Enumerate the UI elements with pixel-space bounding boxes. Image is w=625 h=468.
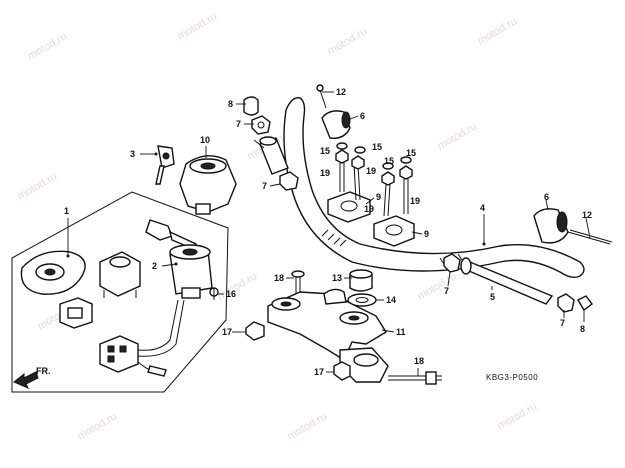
callout-15-c: 15 <box>384 156 394 166</box>
callout-1: 1 <box>64 206 69 216</box>
clip-8-right <box>577 295 593 312</box>
callout-19-c: 19 <box>364 204 374 214</box>
callout-16: 16 <box>226 289 236 299</box>
callout-19-d: 19 <box>410 196 420 206</box>
callout-17-lower: 17 <box>314 367 324 377</box>
front-direction-arrow: FR. <box>13 366 51 389</box>
watermark: motod.ru <box>326 25 370 57</box>
callout-7-left: 7 <box>236 119 241 129</box>
callout-7-mid: 7 <box>262 181 267 191</box>
watermark: motod.ru <box>286 410 330 442</box>
reference-code: KBG3-P0500 <box>486 373 538 382</box>
screw-12-right <box>567 229 613 245</box>
clamp-bolts <box>335 149 413 217</box>
nut-17-lower <box>333 361 351 381</box>
callout-9-left: 9 <box>376 192 381 202</box>
rubber-13 <box>349 269 373 292</box>
watermark: motod.ru <box>26 30 70 62</box>
callout-15-d: 15 <box>406 148 416 158</box>
callout-18-bottom: 18 <box>414 356 424 366</box>
callout-9-right: 9 <box>424 229 429 239</box>
ignition-cover <box>179 155 237 215</box>
bar-end-weight-top <box>321 110 351 139</box>
callout-7-right-a: 7 <box>444 286 449 296</box>
callout-15-b: 15 <box>372 142 382 152</box>
callout-6-top: 6 <box>360 111 365 121</box>
callout-15-a: 15 <box>320 146 330 156</box>
watermark: motod.ru <box>16 170 60 202</box>
nut-7-right-a <box>443 253 461 273</box>
watermark: motod.ru <box>476 15 520 47</box>
grip-tube <box>460 257 554 305</box>
watermark: motod.ru <box>416 270 460 302</box>
nut-17-upper <box>245 321 265 341</box>
callout-13: 13 <box>332 273 342 283</box>
washers-15 <box>336 142 412 170</box>
callout-17-upper: 17 <box>222 327 232 337</box>
bar-end-weight-right <box>533 208 569 244</box>
left-grip-weight <box>259 136 289 175</box>
callout-12-right: 12 <box>582 210 592 220</box>
leader-lines <box>67 91 591 376</box>
callout-2: 2 <box>152 261 157 271</box>
bolt-16 <box>209 287 219 300</box>
callout-labels: 1 2 3 4 5 6 6 7 7 7 7 8 8 9 9 10 11 12 1… <box>64 87 592 377</box>
leader-dots <box>66 152 486 266</box>
nut-7-right-b <box>557 293 575 313</box>
handlebar-holder <box>267 288 389 383</box>
direction-label: FR. <box>36 366 51 376</box>
callout-12-top: 12 <box>336 87 346 97</box>
watermark: motod.ru <box>216 270 260 302</box>
watermark: motod.ru <box>496 400 540 432</box>
callout-14: 14 <box>386 295 396 305</box>
watermark-layer: motod.ru motod.ru motod.ru motod.ru moto… <box>16 10 540 442</box>
screw-12-top <box>316 84 327 109</box>
watermark: motod.ru <box>176 10 220 42</box>
upper-clamp-right <box>373 215 415 247</box>
callout-7-right-b: 7 <box>560 318 565 328</box>
callout-19-a: 19 <box>320 168 330 178</box>
callout-8-right: 8 <box>580 324 585 334</box>
cap-8-left <box>243 96 259 116</box>
callout-4: 4 <box>480 203 485 213</box>
handlebar <box>283 97 585 279</box>
callout-8-left: 8 <box>228 99 233 109</box>
callout-5: 5 <box>490 292 495 302</box>
watermark: motod.ru <box>436 120 480 152</box>
callout-10: 10 <box>200 135 210 145</box>
callout-11: 11 <box>396 327 406 337</box>
nut-7-left <box>251 115 271 135</box>
ignition-switch-assembly-box <box>11 191 229 393</box>
callout-18-top: 18 <box>274 273 284 283</box>
watermark: motod.ru <box>76 410 120 442</box>
callout-19-b: 19 <box>366 166 376 176</box>
callout-6-right: 6 <box>544 192 549 202</box>
callout-3: 3 <box>130 149 135 159</box>
bolt-18-bottom <box>388 371 442 385</box>
key <box>155 145 175 185</box>
ignition-switch <box>145 219 213 299</box>
